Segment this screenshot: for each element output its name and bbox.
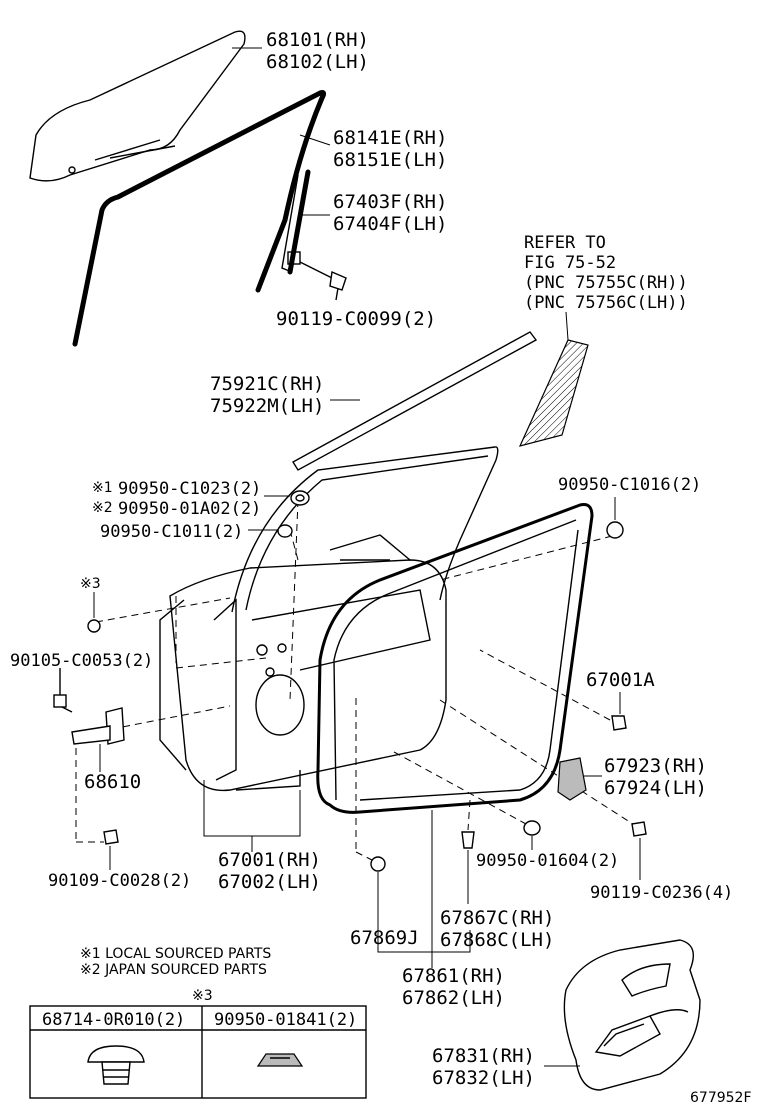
- label-panel-rh: 67001(RH): [218, 849, 321, 871]
- refer-line-2: FIG 75-52: [524, 253, 616, 273]
- label-clip-67869: 67869J: [350, 927, 419, 949]
- plug-icon-note3: [87, 592, 101, 633]
- label-weather-rh: 67861(RH): [402, 965, 505, 987]
- grommet-icon-c1016: [606, 497, 624, 539]
- label-run-rh: 68141E(RH): [333, 127, 447, 149]
- door-trim-drawing: [563, 939, 701, 1091]
- bolt-icon-c0028: [103, 829, 119, 870]
- label-bolt-c0053: 90105-C0053(2): [10, 651, 153, 671]
- note-local-sourced: ※1 LOCAL SOURCED PARTS: [80, 946, 271, 962]
- label-cover-lh: 67924(LH): [604, 777, 707, 799]
- weatherstrip-drawing: [316, 503, 594, 814]
- pillar-garnish-drawing: [518, 339, 589, 447]
- note-japan-sourced: ※2 JAPAN SOURCED PARTS: [80, 962, 267, 978]
- label-67001a: 67001A: [586, 669, 655, 691]
- push-clip-icon: [87, 1045, 145, 1085]
- belt-molding-drawing: [292, 331, 538, 471]
- label-trim-lh: 67832(LH): [432, 1067, 535, 1089]
- label-channel-rh: 67403F(RH): [333, 191, 447, 213]
- label-plug-01a02: 90950-01A02(2): [118, 499, 261, 519]
- plug-cap-icon: [256, 1053, 304, 1067]
- door-panel-drawing: [159, 446, 499, 792]
- label-bolt-c0028: 90109-C0028(2): [48, 871, 191, 891]
- bracket-67001: [203, 780, 301, 852]
- bracket-67861: [377, 810, 471, 968]
- table-col1-partno: 68714-0R010(2): [42, 1010, 185, 1030]
- label-hinge: 68610: [84, 771, 141, 793]
- grommet-icon-01604: [523, 820, 541, 850]
- refer-line-4: (PNC 75756C(LH)): [524, 293, 688, 313]
- table-mark: ※3: [192, 988, 213, 1004]
- label-glass-rh: 68101(RH): [266, 29, 369, 51]
- grommet-icon-c1023: [290, 490, 310, 506]
- grommet-icon-c1011: [277, 524, 293, 538]
- bolt-icon-c0099: [299, 261, 347, 301]
- label-clip-rh: 67867C(RH): [440, 907, 554, 929]
- label-glass-lh: 68102(LH): [266, 51, 369, 73]
- hinge-icon: [71, 707, 125, 772]
- bolt-icon-c0053: [53, 668, 73, 713]
- note2-mark: ※2: [92, 500, 113, 516]
- label-bolt-c0099: 90119-C0099(2): [276, 308, 436, 330]
- label-molding-lh: 75922M(LH): [210, 395, 324, 417]
- table-col2-partno: 90950-01841(2): [214, 1010, 357, 1030]
- leader-refer: [565, 311, 569, 341]
- clip-icon-67869: [370, 856, 386, 922]
- label-panel-lh: 67002(LH): [218, 871, 321, 893]
- cover-icon-67923: [557, 757, 602, 801]
- door-glass-drawing: [29, 30, 246, 182]
- refer-line-3: (PNC 75755C(RH)): [524, 273, 688, 293]
- leader-run: [299, 134, 331, 146]
- bolt-icon-67001a: [611, 692, 627, 731]
- label-trim-rh: 67831(RH): [432, 1045, 535, 1067]
- note3-mark: ※3: [80, 576, 101, 592]
- clip-icon-67867: [461, 831, 475, 904]
- label-bolt-c0236: 90119-C0236(4): [590, 883, 733, 903]
- label-molding-rh: 75921C(RH): [210, 373, 324, 395]
- label-cover-rh: 67923(RH): [604, 755, 707, 777]
- note1-mark: ※1: [92, 480, 113, 496]
- label-plug-c1016: 90950-C1016(2): [558, 475, 701, 495]
- label-plug-c1023: 90950-C1023(2): [118, 479, 261, 499]
- label-plug-c1011: 90950-C1011(2): [100, 522, 243, 542]
- parts-table: [29, 1005, 367, 1099]
- label-weather-lh: 67862(LH): [402, 987, 505, 1009]
- label-plug-01604: 90950-01604(2): [476, 851, 619, 871]
- diagram-id: 677952F: [690, 1090, 752, 1106]
- refer-line-1: REFER TO: [524, 233, 606, 253]
- bolt-icon-c0236: [631, 821, 647, 880]
- label-clip-lh: 67868C(LH): [440, 929, 554, 951]
- rear-channel-drawing: [281, 169, 311, 275]
- label-run-lh: 68151E(LH): [333, 149, 447, 171]
- label-channel-lh: 67404F(LH): [333, 213, 447, 235]
- glass-run-drawing: [72, 90, 327, 347]
